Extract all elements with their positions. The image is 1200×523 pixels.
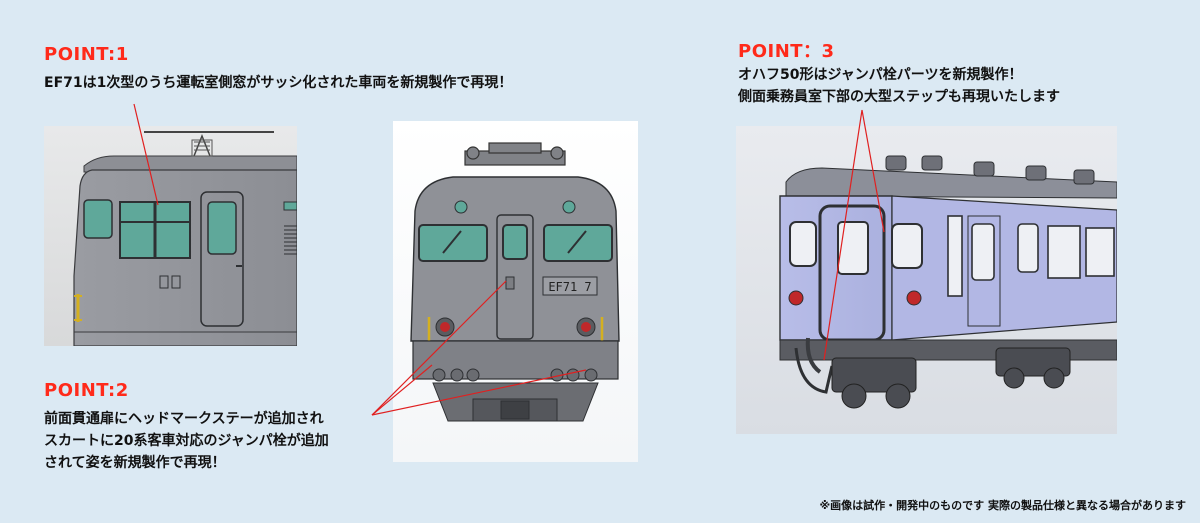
point-2-title: POINT:2	[44, 380, 129, 401]
point-3-text-line1: オハフ50形はジャンパ栓パーツを新規製作！	[738, 67, 1023, 83]
point-1-text: EF71は1次型のうち運転室側窓がサッシ化された車両を新規製作で再現！	[44, 75, 513, 91]
ef71-front-image: EF71 7	[393, 121, 638, 462]
point-3-text-line2: 側面乗務員室下部の大型ステップも再現いたします	[738, 89, 1060, 105]
point-3-title: POINT：3	[738, 41, 835, 62]
point-2-text-line2: スカートに20系客車対応のジャンパ栓が追加	[44, 433, 329, 449]
ohafu50-image	[736, 126, 1117, 434]
point-2-text-line1: 前面貫通扉にヘッドマークステーが追加され	[44, 411, 324, 427]
ef71-side-cab-image	[44, 126, 297, 346]
footnote: ※画像は試作・開発中のものです 実際の製品仕様と異なる場合があります	[819, 499, 1186, 512]
point-2-text-line3: されて姿を新規製作で再現！	[44, 455, 226, 471]
point-1-title: POINT:1	[44, 44, 129, 65]
number-plate-text: EF71 7	[548, 280, 591, 294]
